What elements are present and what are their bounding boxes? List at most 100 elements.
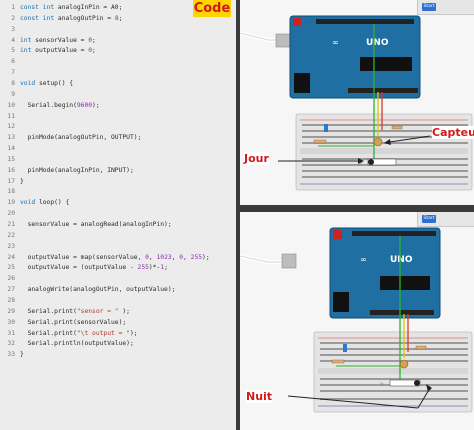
board-label: UNO <box>390 255 413 265</box>
arduino-board <box>329 227 441 319</box>
line-number: 32 <box>7 340 15 348</box>
photoresistor <box>373 137 383 147</box>
line-number: 29 <box>7 307 15 315</box>
code-line: 10 Serial.begin(9600); <box>0 101 236 111</box>
code-editor-panel[interactable]: 1 const int analogInPin = A0; 2 const int a… <box>0 0 237 430</box>
code-line: 6 <box>0 57 236 67</box>
line-number: 33 <box>7 351 15 359</box>
line-number: 22 <box>7 231 15 239</box>
code-text: pinMode(analogOutPin, OUTPUT); <box>20 134 142 142</box>
code-line: 18 <box>0 187 236 197</box>
line-number: 18 <box>7 188 15 196</box>
simulation-top[interactable]: UNO ∞ ☼ <box>240 0 474 205</box>
code-text: sensorValue = analogRead(analogInPin); <box>20 221 172 228</box>
line-number: 13 <box>7 134 15 142</box>
code-text: const int analogInPin = A0; <box>20 4 123 11</box>
analog-header <box>370 310 434 315</box>
code-text: outputValue = (outputValue - 255)*-1; <box>20 264 168 272</box>
line-number: 9 <box>11 90 15 98</box>
code-text: void loop() { <box>20 199 70 207</box>
code-line: 1 const int analogInPin = A0; <box>0 3 236 13</box>
panel-separator <box>236 0 240 430</box>
line-number: 12 <box>7 123 15 131</box>
line-number: 17 <box>7 177 15 185</box>
line-number: 4 <box>11 36 15 44</box>
atmega-chip <box>380 276 430 290</box>
sun-icon: ☼ <box>380 381 384 388</box>
start-simulation-button[interactable]: Start <box>422 215 436 223</box>
line-number: 30 <box>7 318 15 326</box>
code-line: 28 <box>0 296 236 306</box>
line-number: 7 <box>11 69 15 77</box>
power-jack <box>294 73 310 93</box>
resistor-2 <box>415 345 427 350</box>
photoresistor <box>399 359 409 369</box>
code-text: } <box>20 351 24 359</box>
code-text: int outputValue = 0; <box>20 47 96 55</box>
digital-header <box>316 19 414 24</box>
sun-icon: ☼ <box>359 160 363 167</box>
line-number: 2 <box>11 14 15 22</box>
code-line: 2 const int analogOutPin = 8; <box>0 14 236 24</box>
annotation-night: Nuit <box>246 390 273 403</box>
code-line: 11 <box>0 112 236 122</box>
power-jack <box>333 292 349 312</box>
start-simulation-button[interactable]: Start <box>422 3 436 11</box>
code-label: Code <box>193 0 231 17</box>
line-number: 31 <box>7 329 15 337</box>
atmega-chip <box>360 57 412 71</box>
code-line: 27 analogWrite(analogOutPin, outputValue… <box>0 285 236 295</box>
line-number: 1 <box>11 4 15 11</box>
line-number: 25 <box>7 264 15 272</box>
arduino-board <box>289 15 421 99</box>
line-number: 19 <box>7 199 15 207</box>
code-line: 24 outputValue = map(sensorValue, 0, 102… <box>0 253 236 263</box>
code-line: 33} <box>0 350 236 360</box>
code-line: 31 Serial.print("\t output = "); <box>0 329 236 339</box>
sim-toolbar-bottom: Start <box>417 212 474 227</box>
line-number: 28 <box>7 296 15 304</box>
line-number: 5 <box>11 47 15 55</box>
code-text: int sensorValue = 0; <box>20 36 96 44</box>
code-line: 17} <box>0 177 236 187</box>
light-slider-handle <box>368 159 374 165</box>
annotation-day: Jour <box>244 152 269 165</box>
usb-connector <box>281 253 297 269</box>
simulation-bottom[interactable]: UNO ∞ ☼ Start Nuit <box>240 212 474 430</box>
line-number: 3 <box>11 25 15 33</box>
resistor-1 <box>313 139 327 144</box>
sim-toolbar-top: Start <box>417 0 474 15</box>
circuit-bottom: UNO ∞ ☼ <box>240 227 473 413</box>
line-number: 26 <box>7 275 15 283</box>
code-line: 22 <box>0 231 236 241</box>
resistor-2 <box>391 125 403 130</box>
board-label: UNO <box>366 38 389 48</box>
code-text: } <box>20 177 24 185</box>
line-number: 11 <box>7 112 15 120</box>
resistor-1 <box>331 359 345 364</box>
reset-button <box>293 18 301 26</box>
code-line: 12 <box>0 122 236 132</box>
code-line: 26 <box>0 274 236 284</box>
reset-button <box>333 230 342 239</box>
code-line: 30 Serial.print(sensorValue); <box>0 318 236 328</box>
arduino-logo-icon: ∞ <box>332 38 339 47</box>
code-line: 14 <box>0 144 236 154</box>
sim-separator <box>240 205 474 212</box>
code-line: 7 <box>0 68 236 78</box>
code-line: 19 void loop() { <box>0 198 236 208</box>
line-number: 6 <box>11 58 15 66</box>
code-text: const int analogOutPin = 8; <box>20 14 123 22</box>
code-text: void setup() { <box>20 79 74 87</box>
code-line: 32 Serial.println(outputValue); <box>0 339 236 349</box>
line-number: 23 <box>7 242 15 250</box>
line-number: 20 <box>7 210 15 218</box>
code-line: 23 <box>0 242 236 252</box>
code-line: 15 <box>0 155 236 165</box>
code-text: analogWrite(analogOutPin, outputValue); <box>20 286 176 294</box>
line-number: 21 <box>7 221 15 228</box>
code-line: 29 Serial.print("sensor = " ); <box>0 307 236 317</box>
digital-header <box>352 231 436 236</box>
code-line: 21 sensorValue = analogRead(analogInPin)… <box>0 220 236 230</box>
